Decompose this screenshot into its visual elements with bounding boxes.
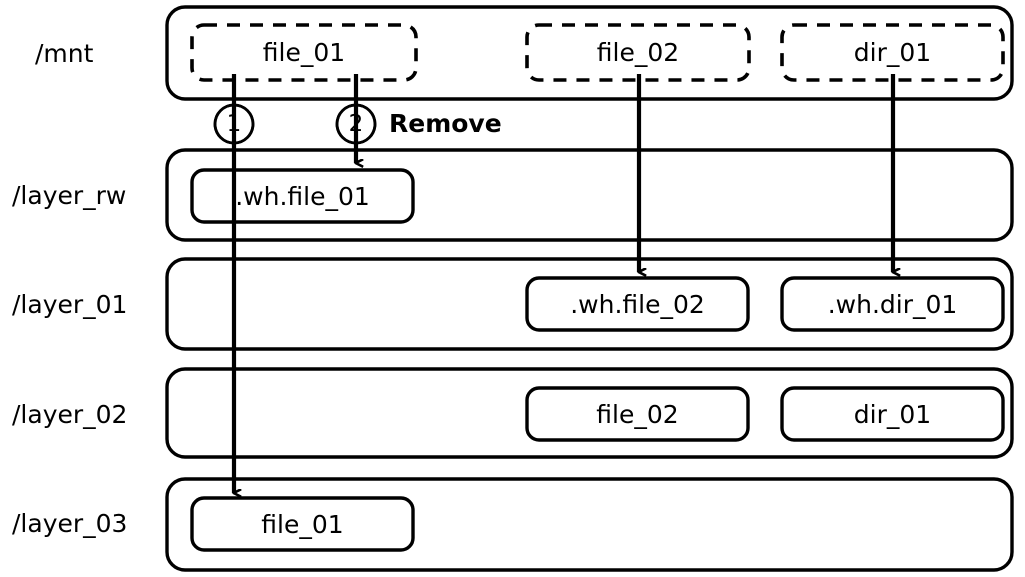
layer-container-layer-01: [165, 257, 1014, 351]
node-box-wh-file-01: [190, 168, 415, 224]
node-box-file-01-layer-03: [190, 496, 415, 552]
step-marker-1-label: 1: [226, 110, 242, 137]
node-box-wh-dir-01: [780, 276, 1005, 332]
node-label-file-02: file_02: [596, 399, 679, 429]
node-label-mnt-dir-01: dir_01: [853, 38, 932, 67]
layer-label-layer-03: /layer_03: [12, 509, 128, 538]
node-box-file-02: [525, 386, 750, 442]
node-box-mnt-file-02: [525, 23, 751, 82]
layer-container-layer-02: [165, 367, 1014, 459]
node-box-wh-file-02: [525, 276, 750, 332]
layer-label-layer-02: /layer_02: [12, 400, 128, 429]
layer-container-layer-rw: [165, 148, 1014, 242]
remove-annotation-label: Remove: [389, 109, 502, 138]
node-label-wh-file-02: .wh.file_02: [570, 289, 705, 319]
node-label-dir-01: dir_01: [853, 399, 932, 429]
layer-label-layer-01: /layer_01: [12, 290, 128, 319]
node-label-mnt-file-01: file_01: [262, 38, 346, 67]
step-marker-2-circle: [335, 103, 377, 145]
layer-container-mnt: [165, 5, 1014, 101]
node-label-file-01-layer-03: file_01: [261, 509, 344, 539]
node-label-wh-dir-01: .wh.dir_01: [827, 289, 958, 319]
step-marker-2-label: 2: [348, 110, 364, 137]
node-label-mnt-file-02: file_02: [596, 38, 680, 67]
layer-label-mnt: /mnt: [35, 39, 94, 68]
layer-container-layer-03: [165, 477, 1014, 572]
layer-label-layer-rw: /layer_rw: [12, 181, 127, 210]
step-marker-1-circle: [213, 103, 255, 145]
node-label-wh-file-01: .wh.file_01: [235, 181, 370, 211]
node-box-mnt-dir-01: [780, 23, 1005, 82]
node-box-dir-01: [780, 386, 1005, 442]
node-box-mnt-file-01: [190, 23, 418, 82]
